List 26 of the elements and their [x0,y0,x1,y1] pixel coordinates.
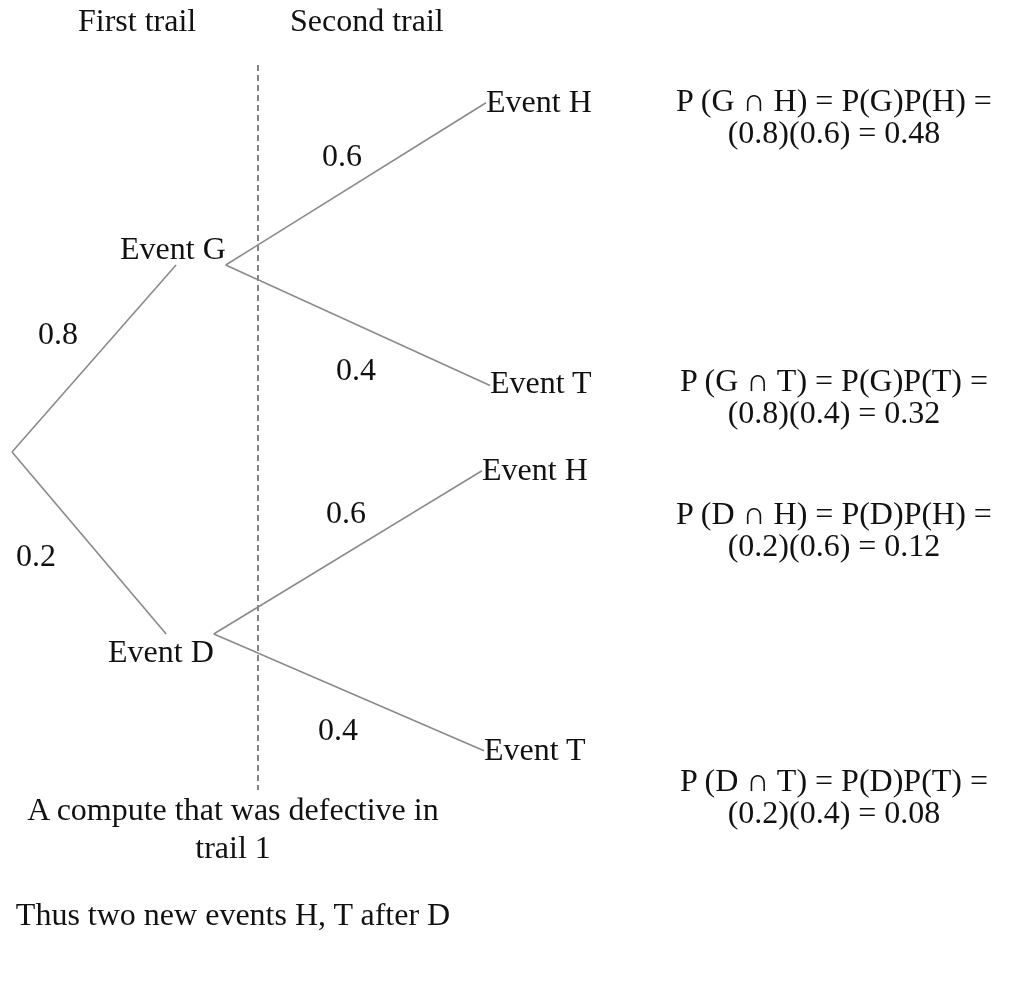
branch-line [11,264,177,453]
column-heading: First trail [78,2,197,38]
branch-line [11,451,167,635]
probability-formula: P (G ∩ T) = P(G)P(T) = (0.8)(0.4) = 0.32 [678,364,990,428]
note-text: A compute that was defective in trail 1 [26,790,440,866]
probability-formula: P (D ∩ T) = P(D)P(T) = (0.2)(0.4) = 0.08 [678,764,990,828]
column-heading: Second trail [290,2,444,38]
event-label: Event T [484,732,586,766]
note-text: Thus two new events H, T after D [14,895,452,933]
probability-label: 0.8 [38,316,78,350]
branch-line [224,264,491,387]
probability-label: 0.4 [336,352,376,386]
branch-line [212,633,485,752]
probability-formula: P (G ∩ H) = P(G)P(H) = (0.8)(0.6) = 0.48 [675,84,993,148]
probability-formula: P (D ∩ H) = P(D)P(H) = (0.2)(0.6) = 0.12 [675,497,993,561]
probability-label: 0.6 [326,495,366,529]
event-label: Event G [120,231,226,265]
event-label: Event T [490,365,592,399]
event-label: Event H [486,84,592,118]
probability-label: 0.4 [318,712,358,746]
probability-label: 0.2 [16,538,56,572]
branch-line [224,101,487,266]
probability-label: 0.6 [322,138,362,172]
branch-line [212,469,483,635]
event-label: Event H [482,452,588,486]
event-label: Event D [108,634,214,668]
